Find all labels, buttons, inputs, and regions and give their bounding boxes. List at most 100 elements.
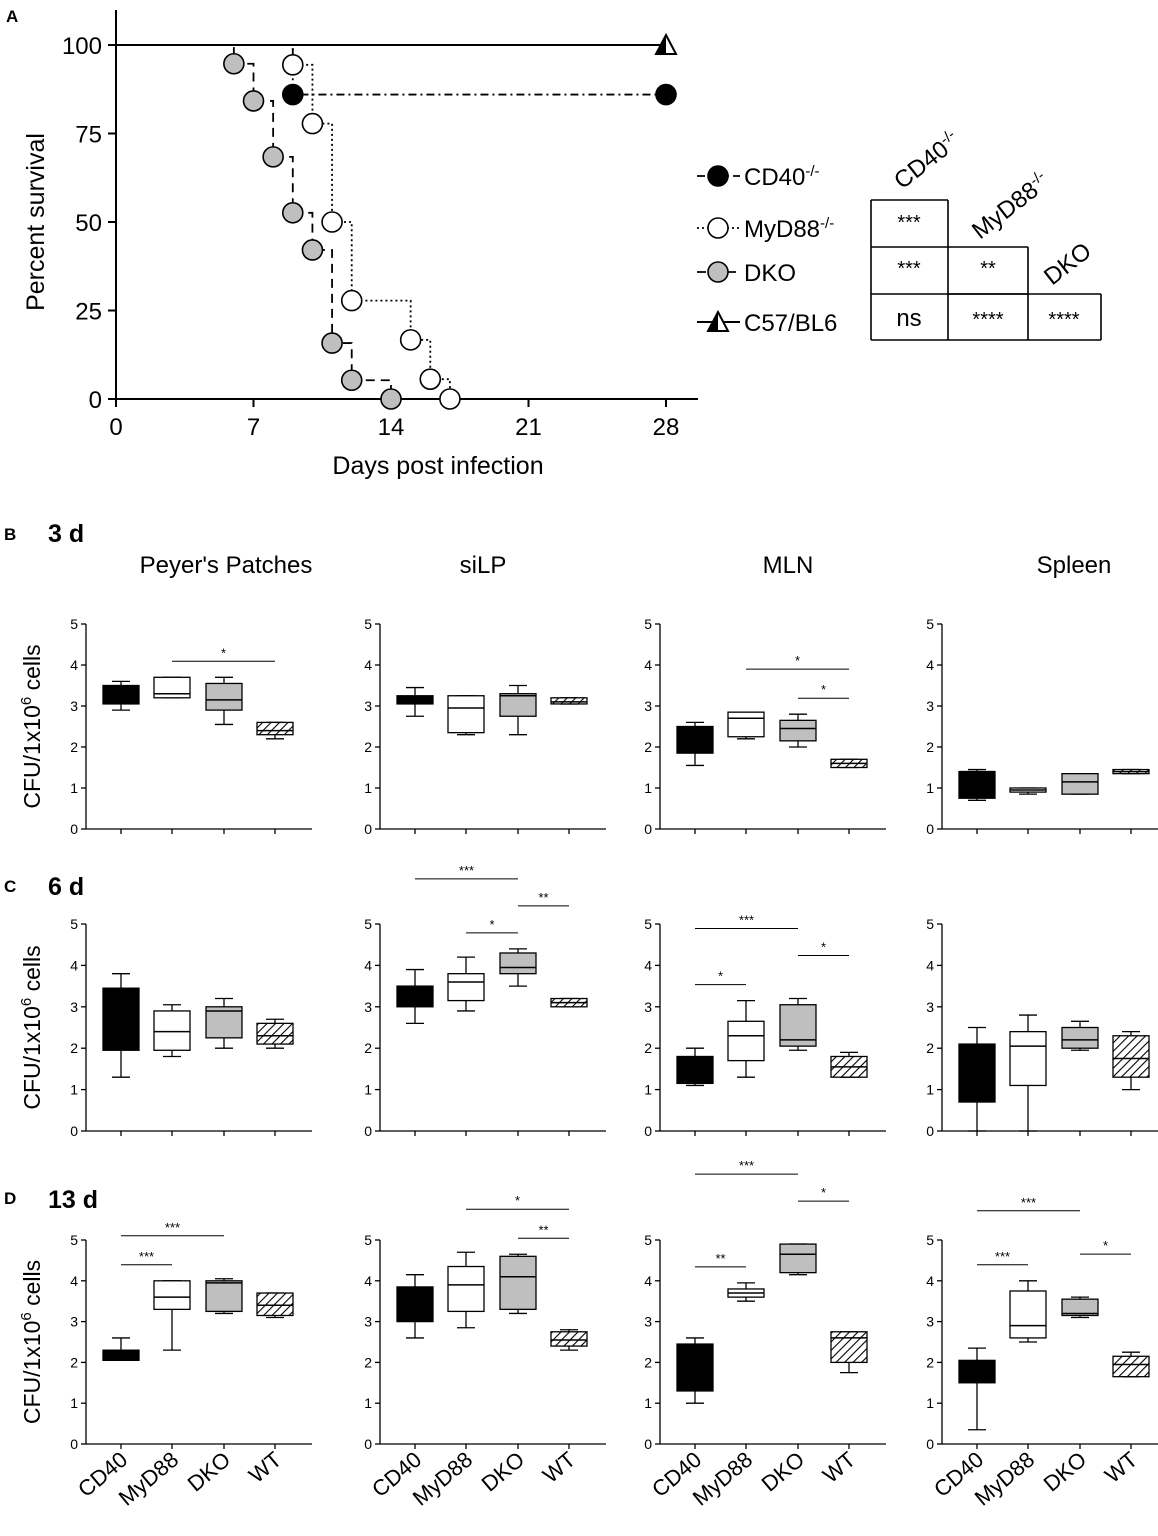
box-myd88 — [447, 973, 485, 1002]
table-column-header: DKO — [1039, 237, 1097, 290]
box-cd40 — [676, 1055, 714, 1085]
y-tick-label: 3 — [70, 698, 78, 714]
y-tick-label: 3 — [926, 1314, 934, 1330]
y-tick-label: 4 — [70, 657, 78, 673]
box-cd40 — [102, 987, 140, 1051]
significance-label: * — [795, 653, 800, 668]
box-dko — [779, 719, 817, 742]
y-tick-label: 0 — [70, 821, 78, 837]
box-wt — [830, 1331, 868, 1364]
box-cd40 — [958, 770, 996, 799]
box-cd40 — [102, 684, 140, 705]
y-tick-label: 3 — [926, 698, 934, 714]
box-myd88 — [153, 1010, 191, 1051]
series-point-dko — [223, 52, 245, 75]
y-tick-label: 0 — [644, 821, 652, 837]
y-axis-title: CFU/1x106 cells — [18, 644, 45, 808]
box-cd40 — [676, 725, 714, 754]
y-tick-label: 2 — [70, 1040, 78, 1056]
y-tick-label: 4 — [364, 657, 372, 673]
y-tick-label: 4 — [70, 957, 78, 973]
legend-marker — [707, 217, 729, 239]
y-tick-label: 0 — [89, 387, 102, 414]
box-cd40 — [958, 1359, 996, 1384]
y-axis-title: CFU/1x106 cells — [18, 1260, 45, 1424]
significance-label: * — [718, 969, 723, 984]
x-tick-label: 0 — [109, 414, 122, 441]
box-dko — [499, 1255, 537, 1311]
column-title: Peyer's Patches — [140, 552, 313, 579]
box-myd88 — [153, 1280, 191, 1311]
legend-marker — [707, 261, 729, 283]
y-tick-label: 2 — [364, 739, 372, 755]
y-axis-title-base: CFU/1x10 — [19, 705, 45, 809]
table-cell: *** — [897, 258, 921, 280]
significance-label: *** — [165, 1220, 180, 1235]
category-label: DKO — [1039, 1447, 1092, 1497]
y-tick-label: 5 — [644, 916, 652, 932]
significance-label: * — [821, 940, 826, 955]
box-cd40 — [958, 1043, 996, 1103]
series-point-dko — [380, 388, 402, 410]
series-point-cd40 — [281, 83, 304, 106]
series-point-dko — [242, 90, 265, 112]
series-point-c57bl6 — [654, 32, 678, 55]
legend-label-base: MyD88 — [744, 216, 820, 243]
y-tick-label: 0 — [644, 1436, 652, 1452]
series-point-myd88 — [281, 54, 304, 76]
y-axis-title-sup: 6 — [18, 1312, 35, 1320]
legend-marker-fill — [708, 312, 718, 331]
significance-label: * — [821, 1185, 826, 1200]
y-tick-label: 2 — [70, 1354, 78, 1370]
column-title: Spleen — [1037, 552, 1112, 579]
y-tick-label: 4 — [364, 1273, 372, 1289]
y-tick-label: 4 — [926, 657, 934, 673]
y-tick-label: 1 — [364, 1395, 372, 1411]
y-tick-label: 5 — [644, 1232, 652, 1248]
y-tick-label: 0 — [926, 1123, 934, 1139]
table-column-header: CD40-/- — [888, 126, 965, 195]
box-dko — [1061, 1026, 1099, 1049]
significance-label: ** — [715, 1251, 725, 1266]
survival-x-axis-title: Days post infection — [332, 452, 543, 480]
y-tick-label: 3 — [644, 999, 652, 1015]
category-label: WT — [1100, 1447, 1142, 1488]
legend-label: CD40-/- — [744, 163, 820, 191]
box-wt — [1112, 1035, 1150, 1078]
y-tick-label: 1 — [70, 1395, 78, 1411]
y-tick-label: 5 — [644, 616, 652, 632]
panel-letter: D — [4, 1189, 16, 1208]
category-label: WT — [538, 1447, 580, 1488]
box-dko — [499, 693, 537, 717]
y-tick-label: 1 — [644, 1082, 652, 1098]
significance-label: * — [221, 645, 226, 660]
y-tick-label: 0 — [364, 821, 372, 837]
significance-label: * — [489, 917, 494, 932]
time-point-label: 3 d — [48, 520, 84, 548]
legend-marker — [707, 165, 729, 187]
y-tick-label: 5 — [926, 916, 934, 932]
column-title: siLP — [460, 552, 507, 579]
y-tick-label: 3 — [70, 999, 78, 1015]
y-tick-label: 2 — [926, 1354, 934, 1370]
series-point-myd88 — [301, 112, 324, 135]
x-tick-label: 14 — [378, 414, 405, 441]
series-point-myd88 — [419, 368, 442, 390]
significance-label: *** — [995, 1249, 1010, 1264]
legend-marker — [706, 309, 730, 332]
y-tick-label: 4 — [926, 1273, 934, 1289]
box-cd40 — [396, 985, 434, 1008]
y-tick-label: 1 — [926, 780, 934, 796]
